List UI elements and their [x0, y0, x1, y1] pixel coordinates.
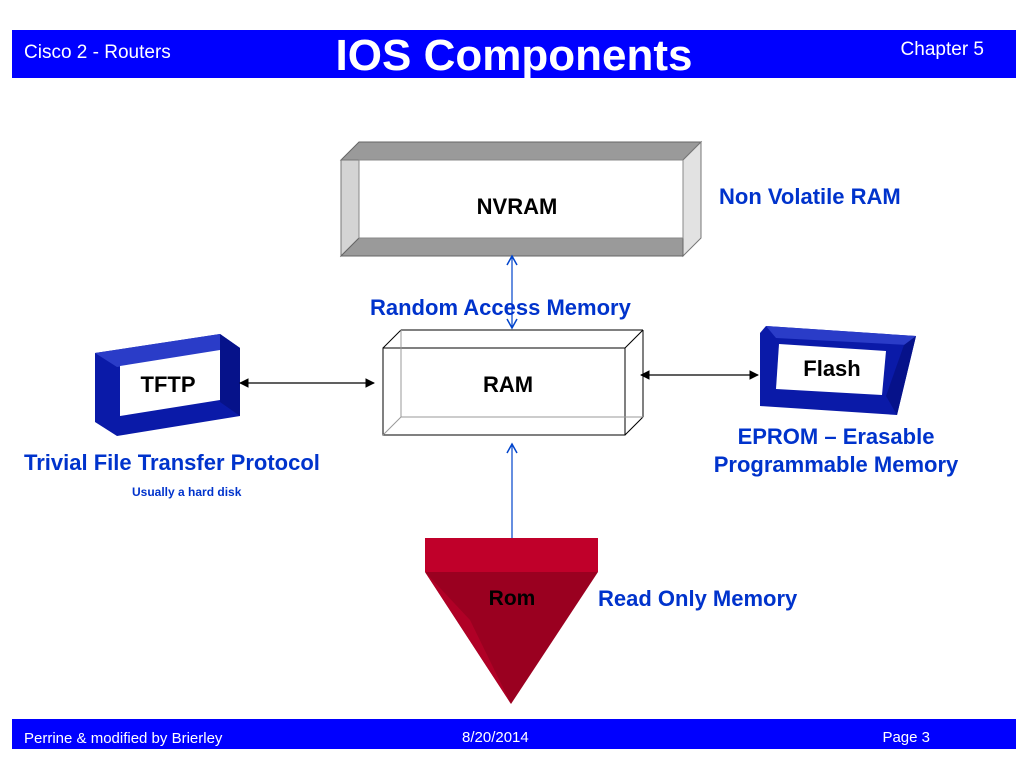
flash-box — [760, 326, 916, 415]
rom-caption: Read Only Memory — [598, 586, 798, 611]
chapter-label: Chapter 5 — [900, 39, 984, 60]
rom-label: Rom — [488, 587, 536, 610]
footer-date: 8/20/2014 — [462, 729, 529, 746]
flash-caption-line2: Programmable Memory — [713, 452, 959, 477]
slide-title: IOS Components — [335, 31, 693, 80]
tftp-label: TFTP — [140, 372, 196, 397]
header-bar: Cisco 2 - Routers IOS Components Chapter… — [12, 30, 1016, 80]
flash-caption-line1: EPROM – Erasable — [737, 424, 935, 449]
nvram-label: NVRAM — [476, 194, 558, 219]
course-title: Cisco 2 - Routers — [24, 42, 171, 63]
tftp-note: Usually a hard disk — [132, 485, 242, 499]
ram-label: RAM — [482, 372, 534, 397]
nvram-caption: Non Volatile RAM — [719, 184, 901, 209]
flash-label: Flash — [803, 356, 861, 381]
footer-bar: Perrine & modified by Brierley 8/20/2014… — [12, 719, 1016, 749]
tftp-caption: Trivial File Transfer Protocol — [24, 450, 320, 475]
rom-shape — [425, 538, 598, 704]
footer-page-number: Page 3 — [882, 729, 930, 746]
nvram-box — [339, 140, 703, 258]
ram-caption: Random Access Memory — [370, 295, 631, 320]
tftp-box — [95, 334, 240, 436]
ram-box — [382, 329, 644, 436]
footer-author: Perrine & modified by Brierley — [24, 730, 223, 747]
